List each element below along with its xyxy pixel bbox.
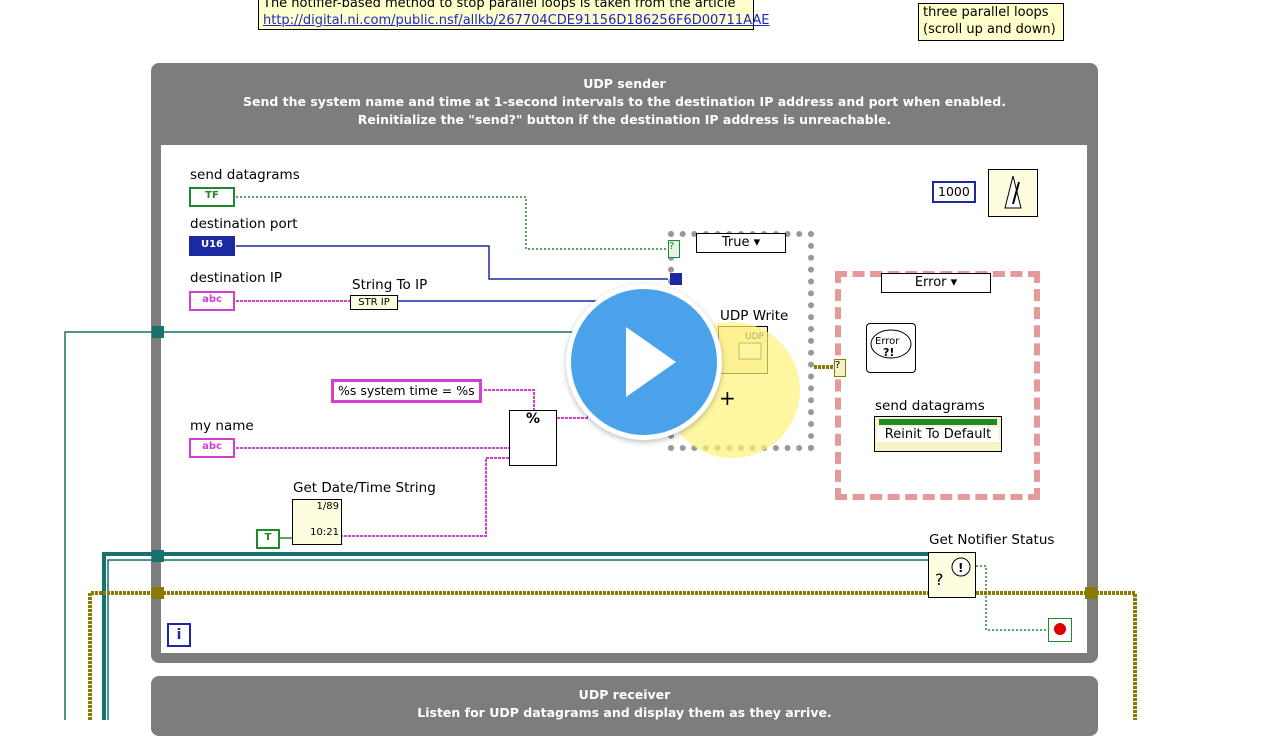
format-string-constant[interactable]: %s system time = %s [331,379,482,403]
sender-title: UDP sender [583,76,666,91]
destination-port-terminal[interactable]: U16 [189,236,235,256]
svg-text:?!: ?! [883,346,894,359]
format-into-string-node[interactable]: % [509,410,557,466]
string-to-ip-label: String To IP [352,277,428,293]
receiver-description: Listen for UDP datagrams and display the… [417,705,832,720]
case-selector-error[interactable]: Error ▾ [881,273,991,293]
get-notifier-status-label: Get Notifier Status [929,532,1055,548]
parallel-loops-note: three parallel loops (scroll up and down… [918,3,1064,41]
reinit-to-default-item[interactable]: Reinit To Default [877,427,999,442]
notifier-wire [102,552,930,720]
wait-ms-node[interactable] [988,169,1038,217]
get-datetime-label: Get Date/Time String [293,480,436,496]
sender-description-1: Send the system name and time at 1-secon… [242,94,1006,109]
sender-description-2: Reinitialize the "send?" button if the d… [357,112,892,127]
refnum-wire [64,331,668,720]
send-datagrams-label: send datagrams [190,167,300,183]
error-tunnel-left [152,587,164,599]
parallel-note-line1: three parallel loops [923,5,1049,20]
bool-wire [236,196,676,250]
error-case-send-datagrams-label: send datagrams [875,398,985,414]
udp-receiver-frame: UDP receiver Listen for UDP datagrams an… [151,676,1098,736]
error-wire [88,591,930,720]
parallel-note-line2: (scroll up and down) [923,22,1056,37]
refnum-tunnel [152,326,164,338]
get-notifier-status-node[interactable]: ? ! [928,552,976,598]
case-error-label: Error [914,275,947,290]
time-wire [340,457,510,537]
port-wire [236,245,676,280]
destination-port-label: destination port [190,216,298,232]
case-selector-true[interactable]: True ▾ [696,233,786,253]
stop-wire [976,565,1048,631]
destination-ip-terminal[interactable]: abc [189,291,235,311]
destination-ip-label: destination IP [190,270,283,286]
play-icon [626,327,676,397]
notifier-tunnel [152,550,164,562]
wait-ms-constant[interactable]: 1000 [932,181,976,203]
article-note: The notifier-based method to stop parall… [258,0,769,30]
error-case-terminal[interactable]: ? [834,359,846,377]
error-tunnel-right [1085,587,1097,599]
property-node-bar [879,419,997,425]
metronome-icon [1004,175,1022,209]
article-note-text: The notifier-based method to stop parall… [263,0,736,11]
svg-text:!: ! [958,561,963,575]
send-datagrams-property-node[interactable]: Reinit To Default [874,416,1002,452]
receiver-title: UDP receiver [578,687,671,702]
error-dialog-node[interactable]: Error ?! [866,323,916,373]
article-link[interactable]: http://digital.ni.com/public.nsf/allkb/2… [263,13,770,28]
notifier-status-icon: ? ! [935,557,971,589]
udp-write-label: UDP Write [720,308,789,324]
stop-icon [1054,623,1066,635]
case-structure-error[interactable] [835,271,1040,500]
case-selector-terminal[interactable]: ? [668,240,680,258]
loop-stop-terminal[interactable] [1048,618,1072,642]
svg-text:Error: Error [875,336,900,347]
crosshair-cursor-icon: + [719,386,736,410]
string-to-ip-node[interactable]: STR IP [350,295,398,310]
send-datagrams-terminal[interactable]: TF [189,187,235,207]
true-constant[interactable]: T [256,529,280,549]
port-tunnel [670,273,682,285]
my-name-terminal[interactable]: abc [189,438,235,458]
play-button[interactable] [566,284,722,440]
iteration-terminal: i [167,623,191,647]
error-speech-bubble-icon: Error ?! [870,329,912,359]
case-true-label: True [721,235,750,250]
format-wire [484,389,535,412]
get-datetime-node[interactable]: 1/89 10:21 [292,499,342,545]
svg-text:?: ? [935,570,944,589]
my-name-label: my name [190,418,254,434]
